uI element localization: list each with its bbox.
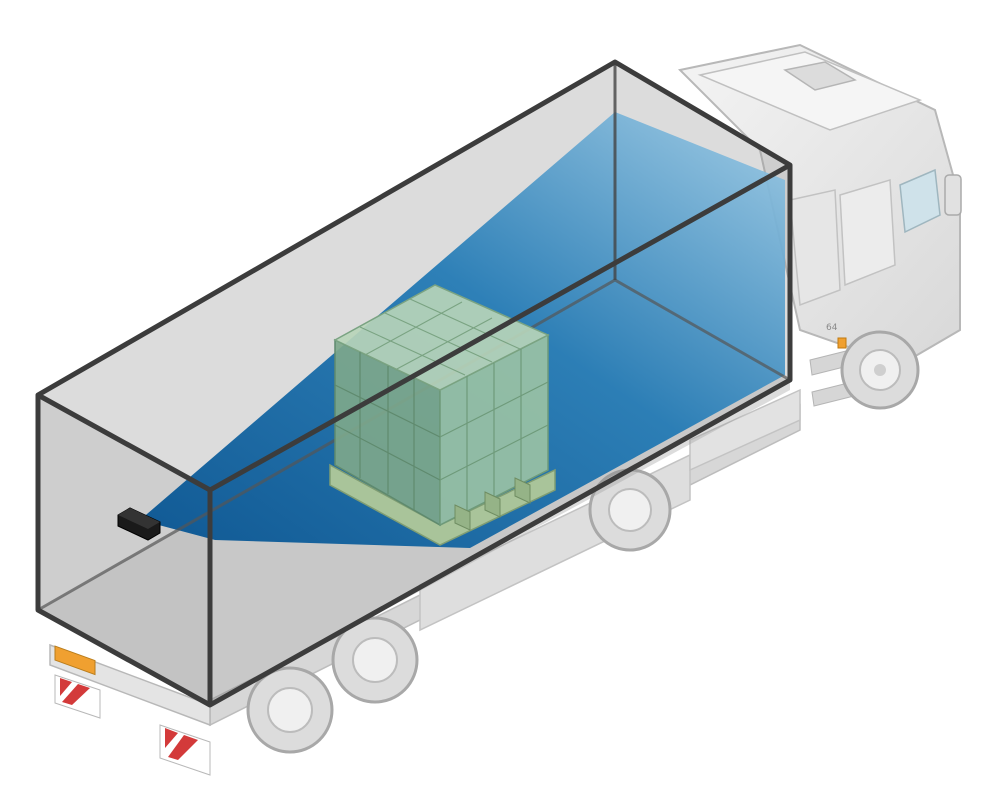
rear-bumper [49, 643, 211, 776]
side-lamp-icon [837, 337, 847, 349]
cab-number: 64 [826, 323, 838, 333]
wheel-icon [246, 666, 334, 754]
container-frame [35, 59, 793, 708]
wheel-icon [331, 616, 419, 704]
warning-plate-left [54, 674, 101, 719]
sensor-device-icon [117, 507, 161, 541]
rear-wheels [246, 468, 672, 754]
tail-lamp-icon [54, 645, 96, 676]
mirror-icon [944, 174, 962, 216]
wheel-icon [588, 468, 672, 552]
truck-cab: 64 [677, 43, 962, 410]
cab-window [899, 168, 941, 234]
warning-plate-right [159, 724, 211, 776]
cargo-pallet-icon [329, 284, 556, 546]
container-side-wall [38, 395, 210, 705]
wheel-icon [840, 330, 920, 410]
